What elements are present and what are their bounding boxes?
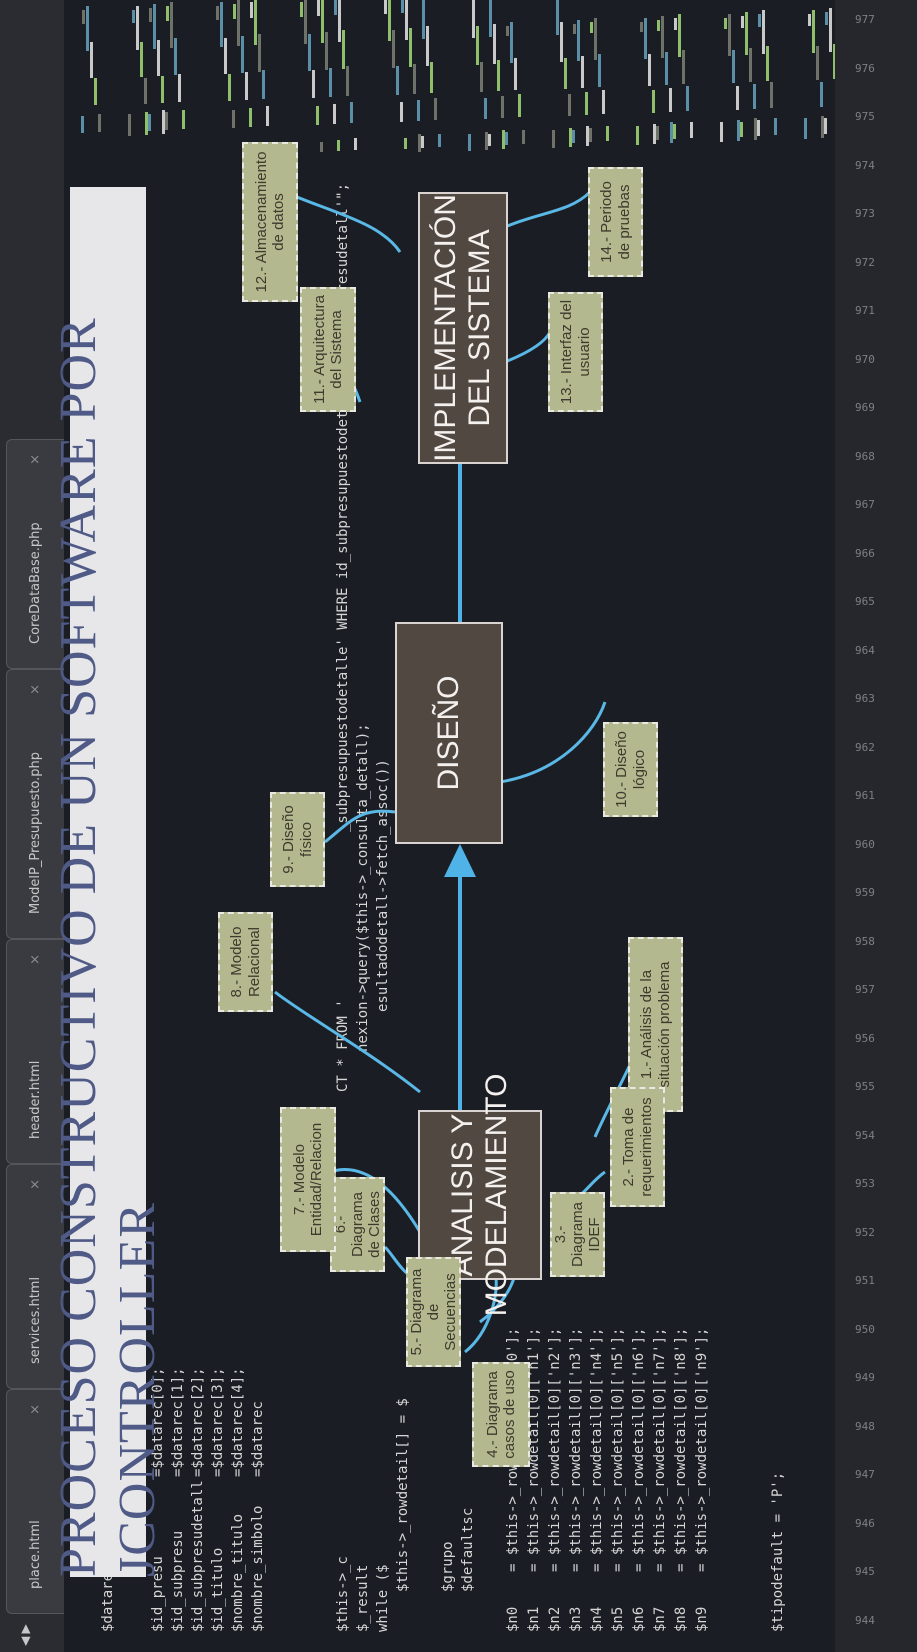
box-analisis-modelamiento: ANALISIS Y MODELAMIENTO (418, 1074, 542, 1316)
connector-3-12 (284, 190, 402, 253)
box-implementacion-sistema: IMPLEMENTACIÓN DEL SISTEMA (418, 192, 508, 464)
box-diseno: DISEÑO (395, 622, 503, 844)
connector-2-10 (499, 701, 607, 784)
arrow-head-icon (444, 844, 476, 877)
box-label: IMPLEMENTACIÓN DEL SISTEMA (428, 194, 497, 462)
note-13: 13.- Interfaz del usuario (548, 292, 603, 412)
note-3: 3.- Diagrama IDEF (550, 1192, 605, 1277)
connector-3-14 (504, 190, 592, 229)
note-10: 10.- Diseño lógico (603, 722, 658, 817)
connector-1-8 (274, 990, 421, 1094)
note-2: 2.- Toma de requerimientos (610, 1087, 665, 1207)
note-6: 6.- Diagrama de Clases (330, 1177, 385, 1272)
box-label: DISEÑO (431, 675, 465, 791)
note-14: 14.- Periodo de pruebas (588, 167, 643, 277)
note-8: 8.- Modelo Relacional (218, 912, 273, 1012)
note-12: 12.- Almacenamiento de datos (242, 142, 298, 302)
note-9: 9.- Diseño físico (270, 792, 325, 887)
note-1: 1.- Análisis de la situación problema (628, 937, 683, 1112)
note-11: 11.- Arquitectura del Sistema (300, 287, 356, 412)
note-5: 5.- Diagrama de Secuencias (406, 1257, 461, 1367)
connector-2-9 (324, 809, 396, 844)
note-4: 4.- Diagrama casos de uso (472, 1362, 530, 1467)
connector-3-13 (504, 331, 552, 364)
note-7: 7.- Modelo Entidad/Relacion (280, 1107, 336, 1252)
